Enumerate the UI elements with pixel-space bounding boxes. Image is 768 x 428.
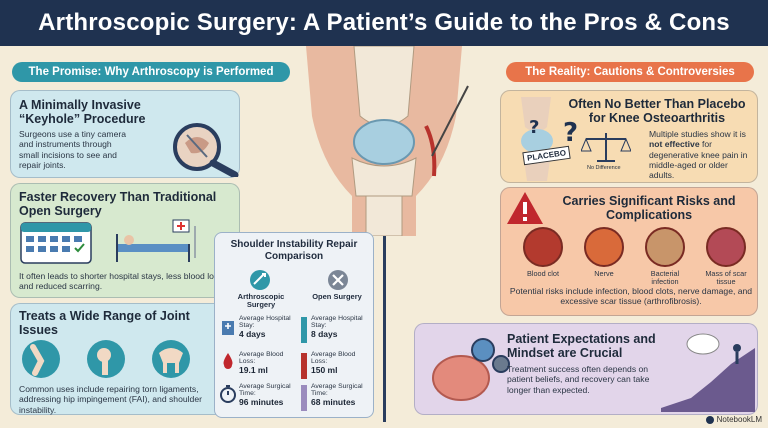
card-mindset-title: Patient Expectations and Mindset are Cru… (507, 332, 656, 360)
placebo-body-post: for degenerative knee pain in middle-age… (649, 139, 748, 181)
blood-bar (301, 353, 307, 379)
card-recovery: Faster Recovery Than Traditional Open Su… (10, 183, 240, 298)
svg-text:?: ? (563, 118, 578, 148)
hospital-bed-icon (116, 219, 196, 262)
card-placebo: Often No Better Than Placebo for Knee Os… (500, 90, 758, 183)
tools-icon (328, 270, 348, 290)
nerve-icon (584, 227, 624, 267)
knee-illustration (306, 46, 469, 236)
stat-label: Average Blood Loss: (239, 351, 284, 366)
blood-clot-icon (523, 227, 563, 267)
calendar-icon (20, 222, 92, 264)
placebo-body-pre: Multiple studies show it is (649, 129, 746, 139)
title-banner: Arthroscopic Surgery: A Patient’s Guide … (0, 0, 768, 46)
scar-tissue-icon (706, 227, 746, 267)
card-keyhole-title: A Minimally Invasive “Keyhole” Procedure (19, 98, 146, 126)
comparison-panel: Shoulder Instability Repair Comparison A… (214, 232, 374, 418)
card-placebo-title: Often No Better Than Placebo for Knee Os… (568, 97, 746, 125)
left-section-title: The Promise: Why Arthroscopy is Performe… (12, 62, 290, 82)
risk-label-bacteria: Bacterial infection (650, 269, 680, 286)
card-range: Treats a Wide Range of Joint Issues Comm… (10, 303, 240, 415)
risk-label-clot: Blood clot (526, 269, 560, 278)
brand-badge: NotebookLM (705, 415, 762, 424)
stat-label: Average Surgical Time: (239, 383, 291, 398)
stay-bar (301, 317, 307, 343)
brand-label: NotebookLM (716, 415, 762, 424)
stat-value: 68 minutes (311, 396, 356, 407)
risk-label-scar: Mass of scar tissue (705, 269, 747, 286)
stat-label: Average Hospital Stay: (239, 315, 291, 330)
stat-value: 96 minutes (239, 396, 284, 407)
uphill-path-icon (661, 333, 755, 412)
knee-question-icon: ? ? (521, 97, 578, 181)
column-open: Open Surgery (312, 292, 362, 301)
comparison-title: Shoulder Instability Repair Comparison (230, 239, 358, 262)
hospital-icon (222, 321, 234, 335)
hip-joint-icon (152, 340, 190, 378)
knee-joint-icon (22, 340, 60, 378)
stat-a-time: Average Surgical Time:96 minutes (239, 383, 295, 407)
card-keyhole-body: Surgeons use a tiny camera and instrumen… (19, 129, 127, 170)
card-range-body: Common uses include repairing torn ligam… (19, 384, 202, 415)
bacteria-icon (645, 227, 685, 267)
placebo-body-bold: not effective (649, 139, 700, 150)
card-recovery-title: Faster Recovery Than Traditional Open Su… (19, 190, 217, 218)
time-bar (301, 385, 307, 411)
card-placebo-body: Multiple studies show it is not effectiv… (649, 129, 755, 181)
stat-b-time: Average Surgical Time:68 minutes (311, 383, 371, 407)
stat-label: Average Blood Loss: (311, 351, 356, 366)
stat-label: Average Hospital Stay: (311, 315, 363, 330)
scale-label: No Difference (587, 165, 621, 171)
blood-drop-icon (223, 353, 233, 369)
column-arthroscopic: Arthroscopic Surgery (237, 292, 285, 310)
notebooklm-icon (705, 415, 714, 424)
stat-a-blood: Average Blood Loss:19.1 ml (239, 351, 291, 375)
risk-label-nerve: Nerve (594, 269, 614, 278)
scale-icon (581, 133, 631, 162)
svg-text:?: ? (529, 117, 539, 138)
card-range-title: Treats a Wide Range of Joint Issues (19, 309, 190, 337)
right-section-title: The Reality: Cautions & Controversies (506, 62, 754, 82)
card-keyhole: A Minimally Invasive “Keyhole” Procedure… (10, 90, 240, 178)
card-recovery-body: It often leads to shorter hospital stays… (19, 271, 225, 292)
stat-label: Average Surgical Time: (311, 383, 363, 398)
warning-icon (507, 192, 543, 224)
page-title: Arthroscopic Surgery: A Patient’s Guide … (38, 9, 730, 36)
stat-value: 150 ml (311, 364, 338, 375)
stat-value: 19.1 ml (239, 364, 268, 375)
scope-icon (250, 270, 270, 290)
stopwatch-icon (220, 385, 236, 403)
brain-gears-icon (432, 338, 510, 401)
card-mindset-body: Treatment success often depends on patie… (507, 364, 650, 395)
stat-a-stay: Average Hospital Stay:4 days (239, 315, 291, 339)
stat-b-blood: Average Blood Loss:150 ml (311, 351, 371, 375)
card-risks-body: Potential risks include infection, blood… (509, 286, 753, 307)
stat-value: 4 days (239, 328, 266, 339)
stat-value: 8 days (311, 328, 338, 339)
magnifier-icon (173, 123, 239, 177)
shoulder-joint-icon (87, 340, 125, 378)
card-mindset: Patient Expectations and Mindset are Cru… (414, 323, 758, 415)
center-divider (383, 52, 386, 422)
stat-b-stay: Average Hospital Stay:8 days (311, 315, 371, 339)
card-risks-title: Carries Significant Risks and Complicati… (562, 194, 736, 222)
